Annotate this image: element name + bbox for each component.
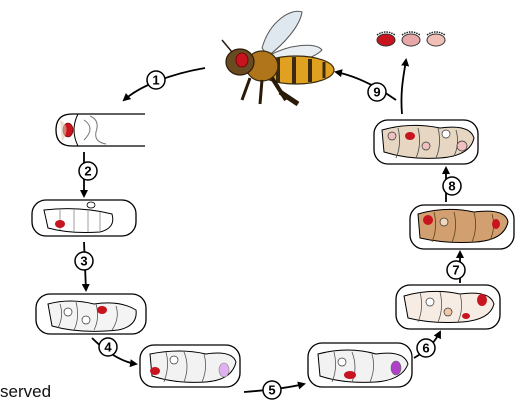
pupa-cell-icon [140, 345, 240, 387]
cycle-arrows [84, 60, 460, 392]
arrow-9 [336, 72, 396, 100]
eye-heads-icon [377, 32, 445, 46]
step-6: 6 [417, 339, 435, 357]
egg-cell-icon [56, 114, 145, 146]
step-4-number: 4 [104, 340, 112, 355]
step-3-number: 3 [80, 254, 87, 269]
step-5-number: 5 [268, 383, 275, 398]
step-3: 3 [75, 252, 93, 270]
step-9-number: 9 [373, 85, 380, 100]
step-6-number: 6 [422, 341, 429, 356]
pupa-cell-icon [308, 343, 412, 387]
step-8-number: 8 [448, 179, 455, 194]
step-2-number: 2 [84, 164, 91, 179]
step-5: 5 [263, 381, 281, 399]
caption-fragment: served [0, 383, 51, 401]
pupa-cell-icon [374, 120, 478, 164]
pupa-cell-icon [396, 285, 500, 329]
step-9: 9 [368, 83, 386, 101]
step-2: 2 [79, 162, 97, 180]
larva-cell-icon [32, 200, 136, 236]
step-7-number: 7 [452, 263, 459, 278]
step-4: 4 [99, 338, 117, 356]
pupa-cell-icon [410, 205, 514, 249]
arrow-9b [401, 60, 406, 114]
honeybee-icon [222, 11, 334, 104]
pupa-cell-icon [36, 294, 146, 334]
step-7: 7 [447, 261, 465, 279]
step-1-number: 1 [152, 73, 159, 88]
step-1: 1 [147, 71, 165, 89]
step-8: 8 [443, 177, 461, 195]
